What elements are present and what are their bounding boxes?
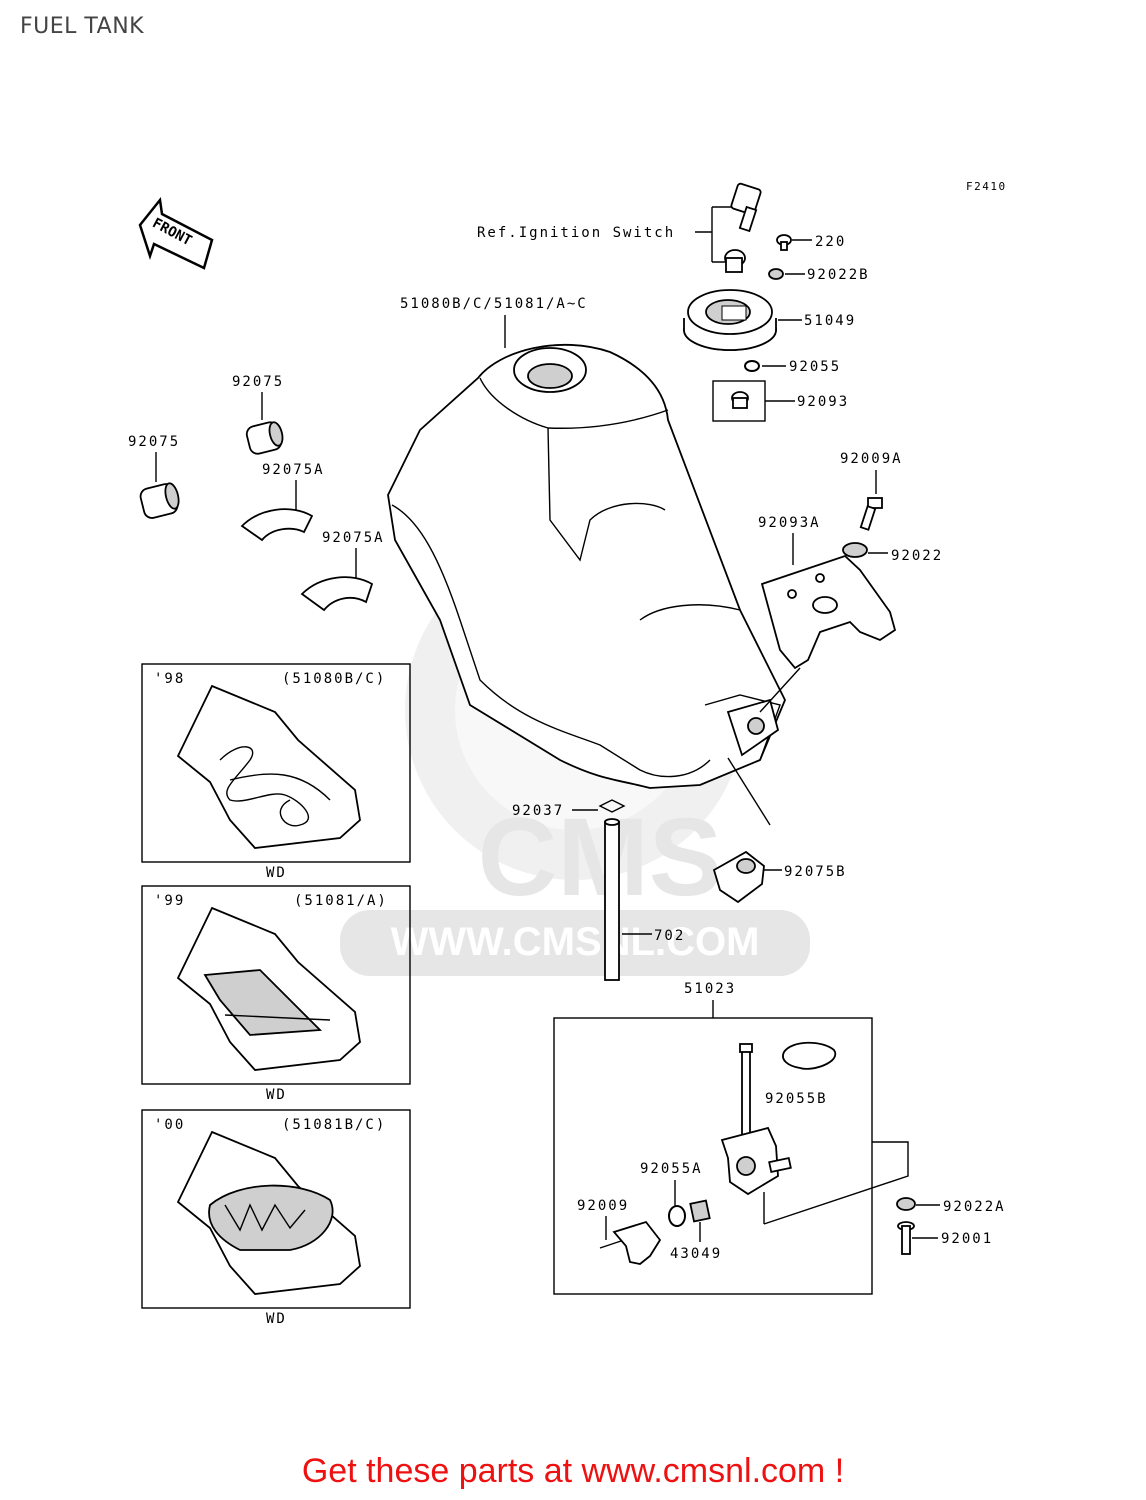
damper-92075-left-icon xyxy=(139,482,180,519)
label-92093: 92093 xyxy=(797,394,849,410)
watermark-url: WWW.CMSNL.COM xyxy=(391,920,760,964)
variant-parts: (51081/A) xyxy=(294,893,388,909)
washer-92022b-icon xyxy=(768,268,784,280)
fuel-tank-icon xyxy=(387,343,786,789)
label-92022: 92022 xyxy=(891,548,943,564)
washer-92022a-icon xyxy=(896,1197,916,1211)
page-title: FUEL TANK xyxy=(20,14,145,39)
variant-color: WD xyxy=(266,1311,287,1327)
hose-702-icon xyxy=(604,818,620,981)
front-arrow-icon: FRONT xyxy=(138,196,214,270)
label-92055b: 92055B xyxy=(765,1091,828,1107)
label-92075a-2: 92075A xyxy=(322,530,385,546)
clip-92037-icon xyxy=(598,799,626,813)
label-92055a: 92055A xyxy=(640,1161,703,1177)
label-92037: 92037 xyxy=(512,803,564,819)
lever-plate-icon xyxy=(612,1220,662,1265)
bracket-92093a-icon xyxy=(760,554,897,670)
label-92009a: 92009A xyxy=(840,451,903,467)
key-icon xyxy=(730,182,762,233)
screw-92009-icon xyxy=(599,1239,625,1249)
gasket-92055b-icon xyxy=(782,1041,837,1070)
variant-year: '00 xyxy=(154,1117,185,1133)
label-92009: 92009 xyxy=(577,1198,629,1214)
screen-43049-icon xyxy=(689,1199,711,1223)
label-92055: 92055 xyxy=(789,359,841,375)
bolt-92009a-icon xyxy=(859,497,883,531)
variant-color: WD xyxy=(266,1087,287,1103)
oring-92055a-icon xyxy=(668,1205,686,1227)
gasket-92055-icon xyxy=(744,360,760,372)
petcock-51023-icon xyxy=(720,1043,792,1196)
watermark-logo: CMS xyxy=(478,796,722,919)
figure-code: F2410 xyxy=(966,180,1007,193)
variant-box-99: '99 (51081/A) WD xyxy=(141,885,411,1103)
ref-ignition-label: Ref.Ignition Switch xyxy=(477,225,675,241)
petcock-box xyxy=(553,1017,873,1295)
label-92075a-1: 92075A xyxy=(262,462,325,478)
variant-parts: (51081B/C) xyxy=(282,1117,386,1133)
damper-92075a-1-icon xyxy=(240,508,314,542)
grommet-92075b-icon xyxy=(712,850,765,904)
label-51049: 51049 xyxy=(804,313,856,329)
label-43049: 43049 xyxy=(670,1246,722,1262)
bolt-92001-icon xyxy=(897,1221,915,1255)
variant-box-00: '00 (51081B/C) WD xyxy=(141,1109,411,1327)
label-51023: 51023 xyxy=(684,981,736,997)
damper-92075a-2-icon xyxy=(300,576,374,612)
variant-color: WD xyxy=(266,865,287,881)
screw-220-icon xyxy=(776,234,792,251)
lock-cylinder-icon xyxy=(724,249,746,273)
label-92075b: 92075B xyxy=(784,864,847,880)
damper-92075-top-icon xyxy=(245,421,284,455)
washer-92022-icon xyxy=(842,542,868,558)
fuel-cap-icon xyxy=(683,289,777,351)
variant-year: '98 xyxy=(154,671,185,687)
label-220: 220 xyxy=(815,234,846,250)
label-92022a: 92022A xyxy=(943,1199,1006,1215)
variant-year: '99 xyxy=(154,893,185,909)
variant-parts: (51080B/C) xyxy=(282,671,386,687)
variant-box-98: '98 (51080B/C) WD xyxy=(141,663,411,881)
label-92075-top: 92075 xyxy=(232,374,284,390)
label-92075-left: 92075 xyxy=(128,434,180,450)
label-92022b: 92022B xyxy=(807,267,870,283)
label-92001: 92001 xyxy=(941,1231,993,1247)
label-tank: 51080B/C/51081/A~C xyxy=(400,296,588,312)
label-92093a: 92093A xyxy=(758,515,821,531)
valve-92093-icon xyxy=(731,391,749,409)
footer-link[interactable]: Get these parts at www.cmsnl.com ! xyxy=(301,1452,845,1490)
label-702: 702 xyxy=(654,928,685,944)
